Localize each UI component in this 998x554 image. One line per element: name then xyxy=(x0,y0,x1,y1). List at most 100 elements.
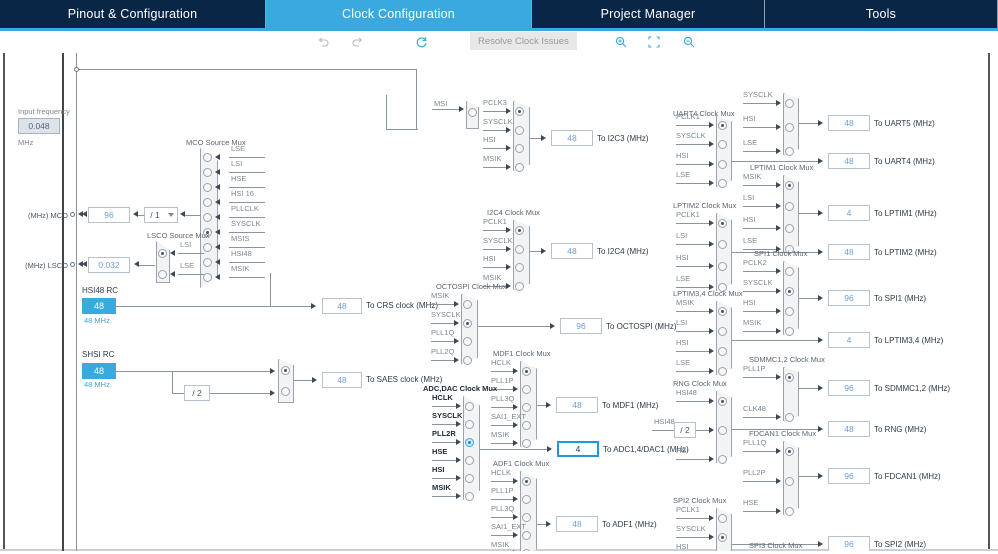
spi2-clock-mux-output-field[interactable]: 96 xyxy=(828,536,870,551)
mco-mux-port-lse[interactable] xyxy=(203,153,212,162)
mco-value-field[interactable]: 96 xyxy=(88,207,130,223)
spi2-clock-mux-port-sysclk[interactable] xyxy=(718,532,727,542)
mdf1-clock-mux-port-pll3q[interactable] xyxy=(522,403,531,412)
adc-dac-clock-mux-port-sysclk[interactable] xyxy=(465,420,474,429)
msi-partial-mux-port-0[interactable] xyxy=(468,108,477,117)
uart4-clock-mux-port-pclk1[interactable] xyxy=(718,121,727,130)
rng-clock-mux-port-hsi48[interactable] xyxy=(718,397,727,406)
to-i2c3-mhz-output-field[interactable]: 48 xyxy=(551,130,593,146)
lptim1-clock-mux-port-hsi[interactable] xyxy=(785,223,794,233)
mdf1-clock-mux-port-pll1p[interactable] xyxy=(522,385,531,394)
adc-dac-clock-mux-port-pll2r[interactable] xyxy=(465,438,474,447)
refresh-icon[interactable] xyxy=(415,33,428,51)
fit-to-screen-icon[interactable] xyxy=(648,33,660,51)
saes-mux-port-1[interactable] xyxy=(281,387,290,396)
lptim3-4-clock-mux-port-hsi[interactable] xyxy=(718,347,727,356)
i2c4-clock-mux-output-field[interactable]: 48 xyxy=(551,243,593,259)
fdcan1-clock-mux-port-hse[interactable] xyxy=(785,507,794,516)
rng-clock-mux-port-hsi[interactable] xyxy=(718,455,727,464)
adf1-clock-mux-output-field[interactable]: 48 xyxy=(556,516,598,532)
spi1-clock-mux-port-msik[interactable] xyxy=(785,327,794,336)
uart5-clock-mux-port-lse[interactable] xyxy=(785,147,794,156)
lptim1-clock-mux-port-lse[interactable] xyxy=(785,245,794,254)
uart4-clock-mux-output-field[interactable]: 48 xyxy=(828,153,870,169)
mdf1-clock-mux-port-hclk[interactable] xyxy=(522,367,531,376)
mco-mux-port-sysclk[interactable] xyxy=(203,228,212,237)
uart4-clock-mux-port-lse[interactable] xyxy=(718,179,727,188)
to-i2c3-mhz-port-hsi[interactable] xyxy=(515,144,524,154)
tab-pinout-configuration[interactable]: Pinout & Configuration xyxy=(0,0,266,28)
octospi-clock-mux-port-pll2q[interactable] xyxy=(463,356,472,365)
resolve-clock-issues-button[interactable]: Resolve Clock Issues xyxy=(470,32,577,50)
adf1-clock-mux-port-pll3q[interactable] xyxy=(522,513,531,522)
mdf1-clock-mux-port-msik[interactable] xyxy=(522,439,531,448)
mco-divider-select[interactable]: / 1 xyxy=(144,207,178,223)
lsco-mux-port-lsi[interactable] xyxy=(158,249,167,258)
lptim3-4-clock-mux-port-msik[interactable] xyxy=(718,307,727,316)
spi1-clock-mux-port-hsi[interactable] xyxy=(785,307,794,316)
spi1-clock-mux-output-field[interactable]: 96 xyxy=(828,290,870,306)
mdf1-clock-mux-port-sai1-ext[interactable] xyxy=(522,421,531,430)
i2c4-clock-mux-port-pclk1[interactable] xyxy=(515,226,524,235)
spi1-clock-mux-port-sysclk[interactable] xyxy=(785,287,794,296)
spi2-clock-mux-port-pclk1[interactable] xyxy=(718,514,727,523)
octospi-clock-mux-port-sysclk[interactable] xyxy=(463,318,472,328)
undo-icon[interactable] xyxy=(318,33,329,51)
mco-mux-port-lsi[interactable] xyxy=(203,168,212,177)
lsco-mux-port-lse[interactable] xyxy=(158,270,167,279)
to-i2c3-mhz-port-msik[interactable] xyxy=(515,163,524,172)
sdmmc1-2-clock-mux-output-field[interactable]: 96 xyxy=(828,380,870,396)
lptim3-4-clock-mux-output-field[interactable]: 4 xyxy=(828,332,870,348)
uart5-clock-mux-output-field[interactable]: 48 xyxy=(828,115,870,131)
adc-dac-clock-mux-port-hse[interactable] xyxy=(465,456,474,465)
input-frequency-field[interactable]: 0.048 xyxy=(18,118,60,134)
mco-mux-port-hsi-16[interactable] xyxy=(203,198,212,207)
sdmmc1-2-clock-mux-port-clk48[interactable] xyxy=(785,413,794,422)
shsi-divider[interactable]: / 2 xyxy=(184,385,210,401)
tab-clock-configuration[interactable]: Clock Configuration xyxy=(266,0,532,28)
lsco-value-field[interactable]: 0.032 xyxy=(88,257,130,273)
i2c4-clock-mux-port-hsi[interactable] xyxy=(515,263,524,273)
to-i2c3-mhz-port-sysclk[interactable] xyxy=(515,125,524,135)
fdcan1-clock-mux-output-field[interactable]: 96 xyxy=(828,468,870,484)
adc-dac-clock-mux-port-hsi[interactable] xyxy=(465,474,474,483)
uart4-clock-mux-port-hsi[interactable] xyxy=(718,159,727,169)
zoom-out-icon[interactable] xyxy=(683,33,695,51)
adf1-clock-mux-port-hclk[interactable] xyxy=(522,477,531,486)
redo-icon[interactable] xyxy=(352,33,363,51)
rng-clock-mux-port-hsi48-2[interactable] xyxy=(718,426,727,435)
lptim2-clock-mux-port-lsi[interactable] xyxy=(718,240,727,250)
adf1-clock-mux-port-pll1p[interactable] xyxy=(522,495,531,504)
lptim2-clock-mux-output-field[interactable]: 48 xyxy=(828,244,870,260)
to-i2c3-mhz-port-pclk3[interactable] xyxy=(515,107,524,116)
spi1-clock-mux-port-pclk2[interactable] xyxy=(785,267,794,276)
adc-dac-clock-mux-port-msik[interactable] xyxy=(465,492,474,501)
lptim1-clock-mux-output-field[interactable]: 4 xyxy=(828,205,870,221)
octospi-clock-mux-port-msik[interactable] xyxy=(463,300,472,309)
crs-clock-field[interactable]: 48 xyxy=(322,298,362,314)
adc-dac-clock-mux[interactable] xyxy=(463,396,480,500)
fdcan1-clock-mux-port-pll1q[interactable] xyxy=(785,447,794,456)
hsi48-value[interactable]: 48 xyxy=(82,298,116,314)
saes-clock-field[interactable]: 48 xyxy=(322,372,362,388)
mco-mux-port-msis[interactable] xyxy=(203,243,212,252)
i2c4-clock-mux-port-sysclk[interactable] xyxy=(515,244,524,254)
i2c4-clock-mux-port-msik[interactable] xyxy=(515,282,524,291)
zoom-in-icon[interactable] xyxy=(615,33,627,51)
uart5-clock-mux-port-sysclk[interactable] xyxy=(785,99,794,108)
uart5-clock-mux-port-hsi[interactable] xyxy=(785,123,794,132)
uart4-clock-mux-port-sysclk[interactable] xyxy=(718,140,727,150)
mdf1-clock-mux-output-field[interactable]: 48 xyxy=(556,397,598,413)
lptim2-clock-mux-port-pclk1[interactable] xyxy=(718,219,727,228)
fdcan1-clock-mux-port-pll2p[interactable] xyxy=(785,477,794,486)
rng-clock-mux-output-field[interactable]: 48 xyxy=(828,421,870,437)
tab-tools[interactable]: Tools xyxy=(765,0,998,28)
lptim2-clock-mux-port-lse[interactable] xyxy=(718,283,727,292)
adc-dac-clock-mux-output-field[interactable]: 4 xyxy=(557,441,599,457)
mco-mux-port-msik[interactable] xyxy=(203,273,212,282)
clock-tree-canvas[interactable]: Input frequency 0.048 MHz (MHz) MCO 96 /… xyxy=(0,53,998,551)
sdmmc1-2-clock-mux-port-pll1p[interactable] xyxy=(785,373,794,382)
adf1-clock-mux-port-msik[interactable] xyxy=(522,549,531,551)
lptim1-clock-mux-port-lsi[interactable] xyxy=(785,202,794,212)
adc-dac-clock-mux-port-hclk[interactable] xyxy=(465,402,474,411)
